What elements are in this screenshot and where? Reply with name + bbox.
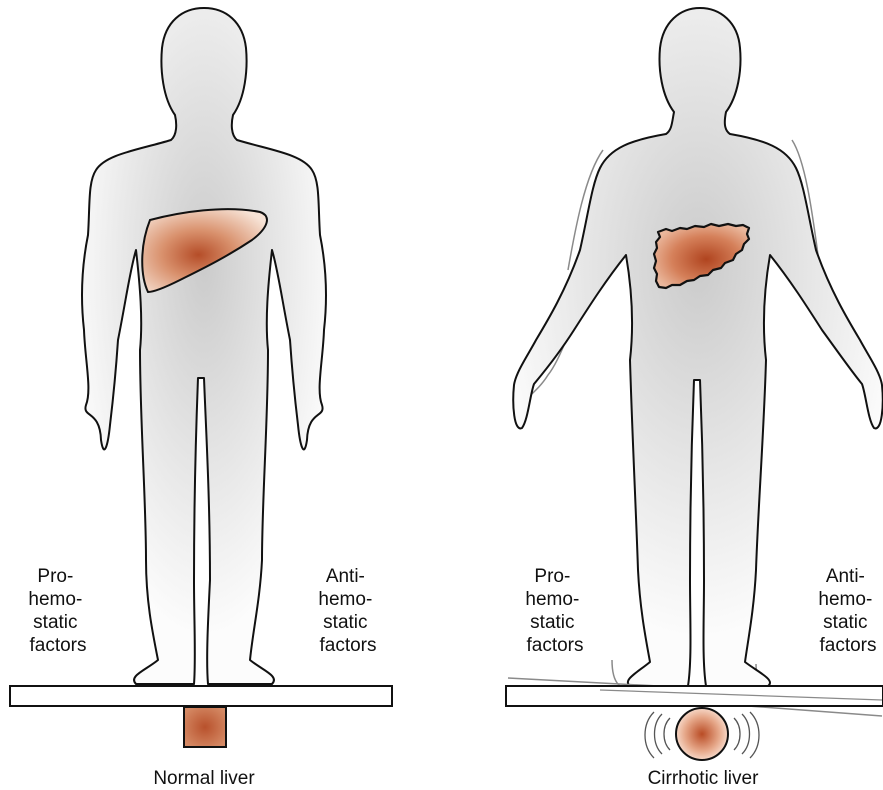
- cirrhotic-liver-caption: Cirrhotic liver: [648, 768, 760, 789]
- balance-plank-right: [506, 686, 883, 706]
- right-panel: Pro- hemo- static factors Anti- hemo- st…: [506, 8, 883, 789]
- anti-hemostatic-label-right: Anti- hemo- static factors: [818, 566, 877, 656]
- pro-hemostatic-label-left: Pro- hemo- static factors: [28, 566, 87, 656]
- left-panel: Pro- hemo- static factors Anti- hemo- st…: [10, 8, 392, 789]
- anti-hemostatic-label-left: Anti- hemo- static factors: [318, 566, 377, 656]
- pro-hemostatic-label-right: Pro- hemo- static factors: [525, 566, 584, 656]
- body-silhouette-left: [82, 8, 326, 684]
- cirrhotic-liver-fulcrum: [676, 708, 728, 760]
- normal-liver-caption: Normal liver: [153, 768, 255, 789]
- balance-plank-left: [10, 686, 392, 706]
- normal-liver-fulcrum: [184, 707, 226, 747]
